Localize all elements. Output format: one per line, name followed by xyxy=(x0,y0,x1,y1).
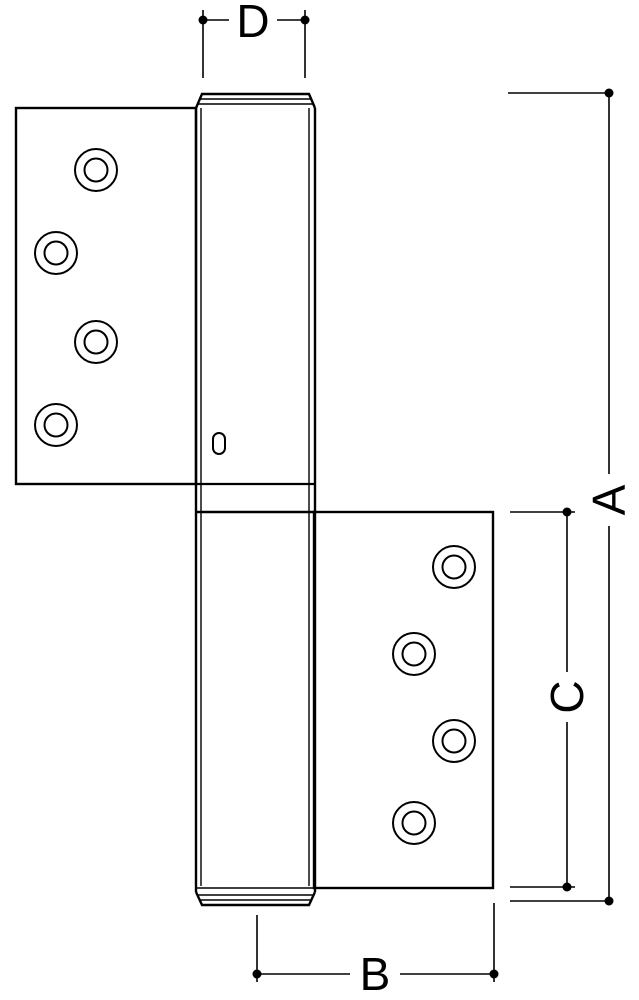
dimension-c: C xyxy=(510,507,593,892)
upper-leaf-screw-hole xyxy=(34,403,78,447)
dimension-d-label: D xyxy=(236,0,269,47)
upper-leaf-screw-hole xyxy=(34,231,78,275)
dimension-c-label: C xyxy=(541,680,593,713)
upper-leaf-screw-hole xyxy=(74,148,118,192)
upper-leaf xyxy=(14,106,198,486)
lower-leaf-screw-hole xyxy=(432,545,476,589)
barrel-set-screw xyxy=(212,432,226,455)
lower-leaf-screw-hole xyxy=(392,632,436,676)
lower-leaf-screw-hole xyxy=(432,719,476,763)
upper-leaf-screw-hole xyxy=(74,320,118,364)
dimension-b-label: B xyxy=(360,948,391,1000)
dimension-a: A xyxy=(508,88,635,906)
dimension-b: B xyxy=(252,903,499,1000)
hinge-barrel xyxy=(194,92,317,907)
dimension-d: D xyxy=(198,0,310,78)
barrel-top-cap xyxy=(194,92,317,109)
lower-leaf-screw-hole xyxy=(392,801,436,845)
dimension-a-label: A xyxy=(583,484,635,515)
lower-leaf xyxy=(312,510,495,890)
barrel-bottom-cap xyxy=(194,891,317,907)
